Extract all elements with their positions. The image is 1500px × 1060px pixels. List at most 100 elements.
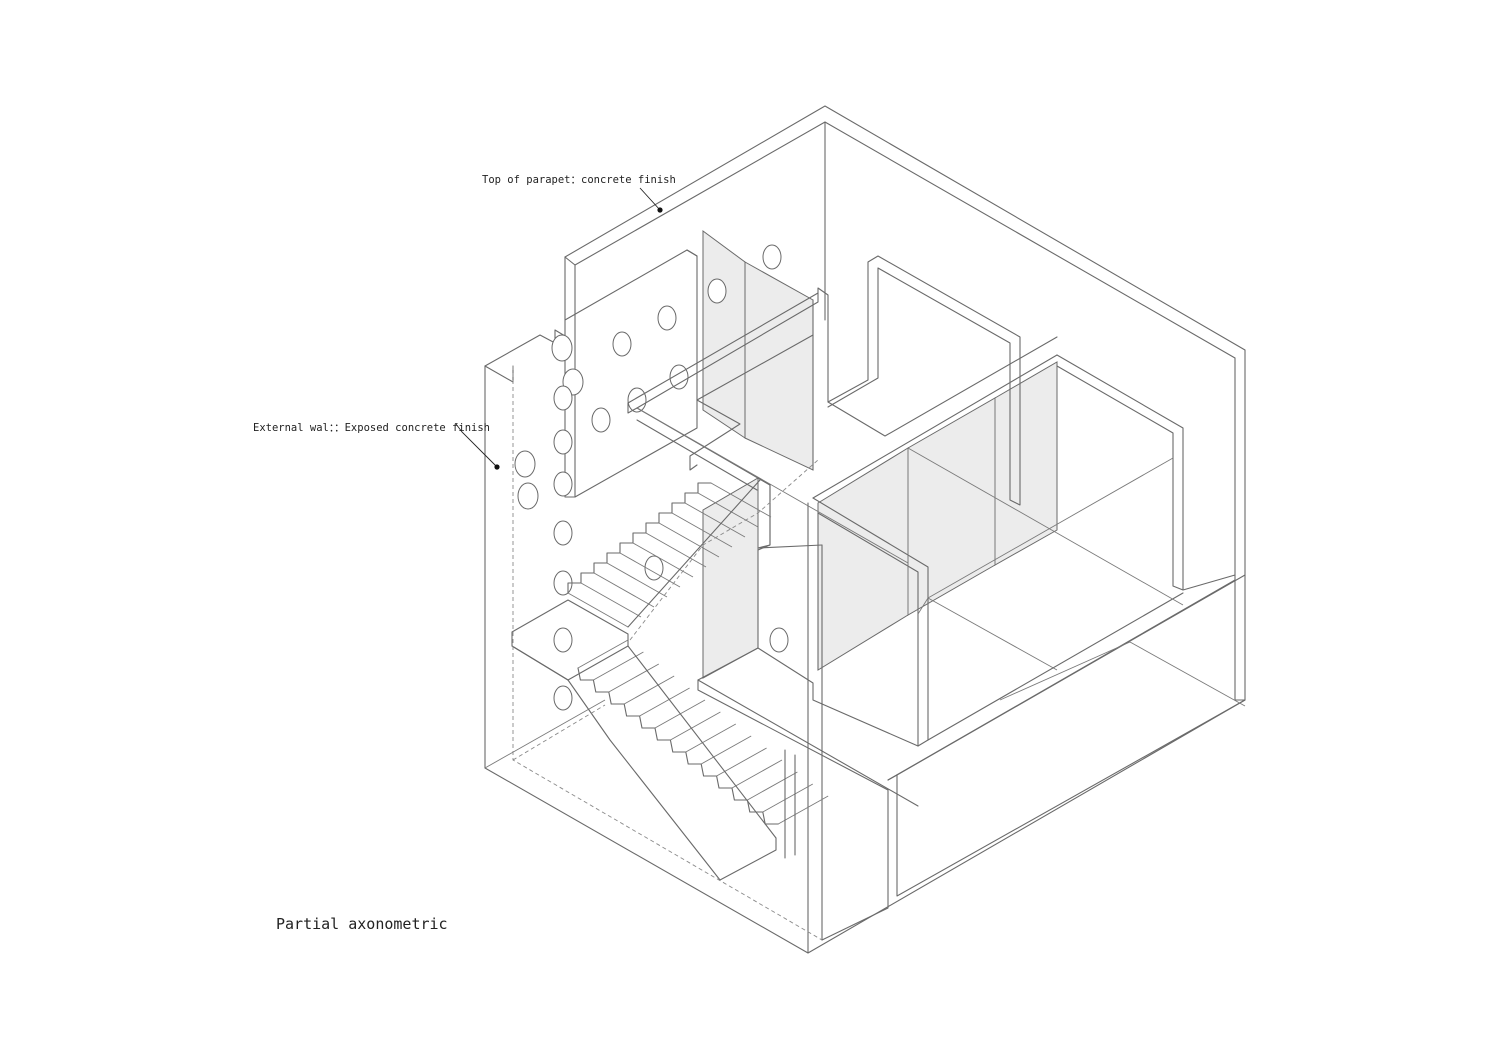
upper-floor-walls xyxy=(627,255,1184,807)
parapet-leader-dot xyxy=(657,207,663,213)
annotations: Top of parapet：concrete finish External … xyxy=(253,174,676,933)
stair-flight-upper-edge xyxy=(627,479,761,628)
wall-hole xyxy=(769,627,789,653)
stair-tread-line xyxy=(762,783,814,813)
glass-panels xyxy=(702,230,1058,679)
wall-hole xyxy=(514,450,536,478)
stair-tread-line xyxy=(623,675,675,705)
ground-inner-line xyxy=(484,699,606,769)
middle-floor-slab-2 xyxy=(697,679,919,807)
middle-floor-front xyxy=(757,544,823,549)
stair-tread-line xyxy=(670,711,721,741)
stair-tread-line xyxy=(684,502,746,538)
stair-tread-line xyxy=(716,747,767,777)
middle-floor-slab xyxy=(697,647,919,747)
right-room-front-wall xyxy=(812,497,929,747)
parapet-top-back xyxy=(564,105,1246,351)
drawing-caption: Partial axonometric xyxy=(276,915,448,933)
wall-hole xyxy=(591,407,611,433)
wall-hole xyxy=(657,305,677,331)
wall-hole xyxy=(553,520,573,546)
slab-edge-right xyxy=(887,579,1236,781)
stair-tread-line xyxy=(593,572,655,608)
partition-wall-a-edge xyxy=(627,292,819,404)
stair-stringer xyxy=(567,679,777,881)
glass-panel-upper-mid xyxy=(744,261,814,471)
stair-flight-lower xyxy=(577,667,779,825)
lower-right-opening xyxy=(887,699,1246,897)
right-room-back-top xyxy=(812,354,1058,499)
stair-tread-line xyxy=(731,759,783,789)
partition-wall-a xyxy=(627,255,1021,506)
base-front xyxy=(484,699,1246,954)
perforated-wall-top-face xyxy=(564,256,576,323)
lower-room-back-line xyxy=(1129,641,1246,707)
right-wall-cut xyxy=(1182,574,1246,701)
wall-hole xyxy=(553,627,573,653)
stair-landing-edge xyxy=(511,645,569,681)
wall-hole xyxy=(553,471,573,497)
stair-tread-line xyxy=(700,735,752,765)
stair-flight-upper xyxy=(567,482,712,594)
right-room-floor-diag xyxy=(927,597,1058,671)
perforated-wall-inner-edge xyxy=(686,249,698,257)
wall-hole xyxy=(644,555,664,581)
external-wall-leader-dot xyxy=(494,464,500,470)
partition-wall-b-top xyxy=(696,334,814,401)
upper-diag-long xyxy=(636,407,909,564)
left-wall-top xyxy=(484,334,556,367)
stair-wall-right xyxy=(757,477,771,649)
external-wall-leader xyxy=(455,423,498,468)
parapet-leader xyxy=(639,187,661,211)
right-room-floor-line xyxy=(927,457,1174,599)
partition-wall-b xyxy=(689,399,741,471)
stair-flight-lower-edge xyxy=(627,645,777,839)
stair-tread-line xyxy=(645,532,707,568)
outer-box xyxy=(484,105,1246,954)
stair-tread-line xyxy=(658,522,720,558)
stair-tread-line xyxy=(697,492,759,528)
external-wall-label: External wal：：Exposed concrete finish xyxy=(253,422,490,434)
glass-panel-right-2 xyxy=(907,397,996,616)
wall-hole xyxy=(707,278,727,304)
stair-tread-line xyxy=(619,552,681,588)
right-room-floor-back xyxy=(917,597,929,615)
floor-slab-front xyxy=(697,679,889,941)
stair-tread-line xyxy=(580,582,642,618)
stair-tread-line xyxy=(671,512,733,548)
perforated-wall xyxy=(514,244,789,711)
wall-hole xyxy=(553,429,573,455)
upper-slab-edge xyxy=(827,336,1058,437)
glass-panel-right-3 xyxy=(994,361,1058,566)
wall-hole xyxy=(553,685,573,711)
stair-tread-line xyxy=(639,687,690,717)
stair-tread-line xyxy=(685,723,737,753)
hidden-line xyxy=(512,704,606,761)
right-room-back xyxy=(1056,354,1184,591)
stair-tread-line xyxy=(567,592,629,628)
glass-panel-stair xyxy=(702,477,759,679)
stair-tread-line xyxy=(593,651,644,681)
wall-hole xyxy=(517,482,539,510)
stair-tread-line xyxy=(747,771,798,801)
wall-hole xyxy=(762,244,782,270)
lower-room-left-line xyxy=(999,641,1131,701)
stair-tread-line xyxy=(577,639,629,669)
stair-tread-line xyxy=(710,482,772,518)
glass-panel-right-1 xyxy=(817,447,909,671)
staircase xyxy=(511,479,829,881)
wall-hole xyxy=(553,385,573,411)
left-wall-inner-top xyxy=(484,365,514,383)
stair-tread-line xyxy=(606,562,668,598)
parapet-label: Top of parapet：concrete finish xyxy=(482,174,676,186)
right-room-top-diag xyxy=(907,447,1184,606)
upper-slab-line-2 xyxy=(636,419,758,491)
stair-tread-line xyxy=(777,795,829,825)
right-room-slab xyxy=(927,592,1184,741)
hidden-line xyxy=(629,459,819,641)
hidden-lines xyxy=(512,366,823,941)
wall-hole xyxy=(551,334,573,362)
wall-hole xyxy=(612,331,632,357)
